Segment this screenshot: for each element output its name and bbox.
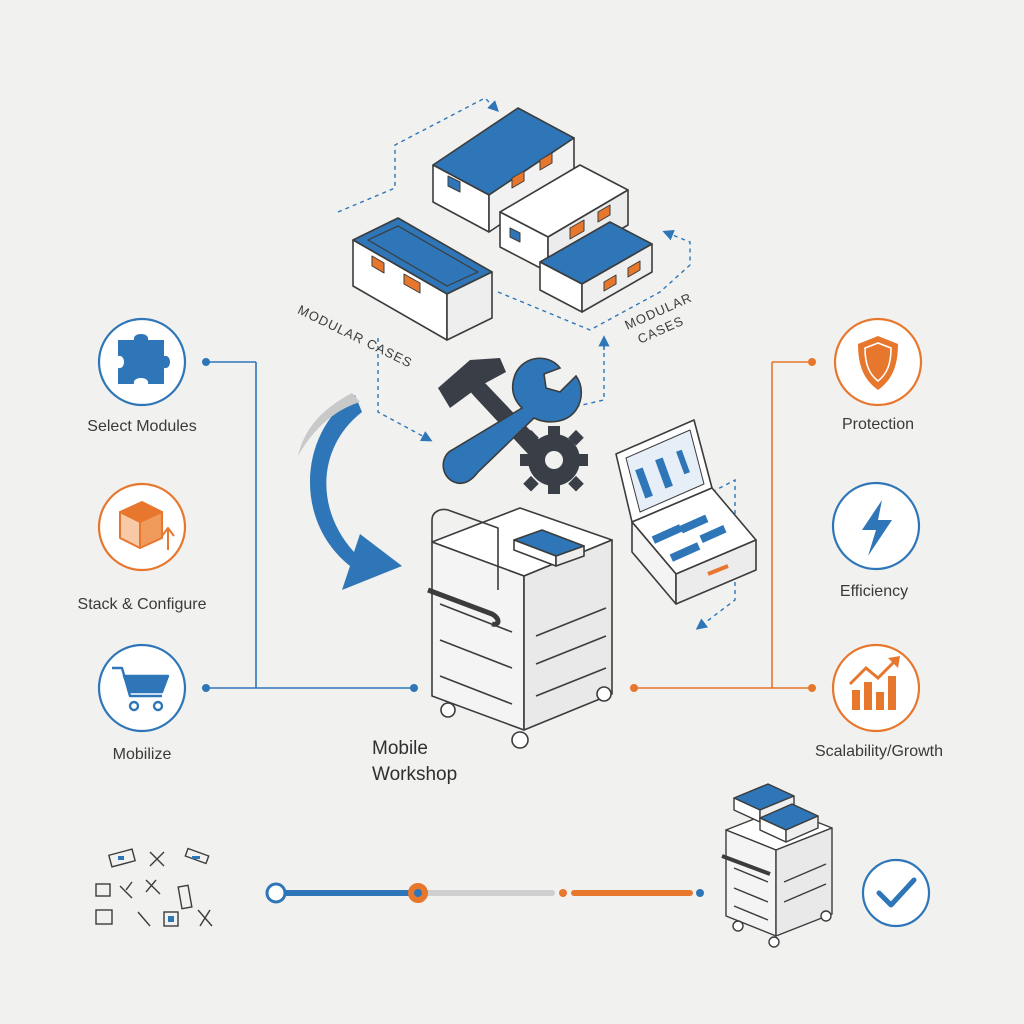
- completion-check: [861, 858, 931, 928]
- scattered-tools-icon: [95, 847, 213, 927]
- connector-dot: [808, 358, 816, 366]
- flow-curve-arrow: [298, 393, 402, 590]
- benefit-label-protection: Protection: [841, 416, 915, 433]
- connector-dot: [202, 358, 210, 366]
- check-icon: [876, 877, 917, 908]
- step-label-mobilize: Mobilize: [112, 746, 172, 763]
- loaded-cart-icon: [721, 783, 833, 948]
- step-label-stack-configure: Stack & Configure: [77, 596, 207, 613]
- benefit-efficiency: [831, 481, 921, 571]
- benefit-protection: [833, 317, 923, 407]
- dashed-flow-lines: [337, 97, 736, 630]
- connector-dot: [630, 684, 638, 692]
- benefit-label-efficiency: Efficiency: [839, 583, 909, 600]
- stack-box-icon: [119, 501, 175, 550]
- benefit-scalability: [831, 643, 921, 733]
- mobile-workshop-title: Mobile Workshop: [372, 736, 457, 788]
- connector-dot: [808, 684, 816, 692]
- mobile-workshop-title-line2: Workshop: [372, 764, 458, 785]
- left-connectors: [206, 361, 412, 689]
- puzzle-icon: [118, 334, 170, 384]
- step-stack-configure: [97, 482, 187, 572]
- mobile-workshop-cart: [427, 507, 613, 749]
- mobile-workshop-title-line1: Mobile: [372, 738, 428, 759]
- benefit-label-scalability: Scalability/Growth: [814, 743, 944, 760]
- open-tool-case: [615, 419, 757, 605]
- step-select-modules: [97, 317, 187, 407]
- lightning-icon: [862, 500, 892, 556]
- connector-dot: [410, 684, 418, 692]
- connector-dot: [202, 684, 210, 692]
- step-label-select-modules: Select Modules: [87, 418, 197, 435]
- cart-icon: [112, 666, 170, 712]
- modular-case-large: [352, 217, 493, 341]
- growth-chart-icon: [848, 656, 900, 710]
- right-connectors: [634, 361, 812, 689]
- shield-icon: [858, 336, 898, 390]
- modular-case-small: [539, 221, 653, 313]
- wrench-icon: [442, 357, 583, 485]
- progress-timeline: [265, 882, 704, 904]
- gear-icon: [520, 426, 588, 494]
- step-mobilize: [97, 643, 187, 733]
- modular-case-top: [432, 107, 575, 233]
